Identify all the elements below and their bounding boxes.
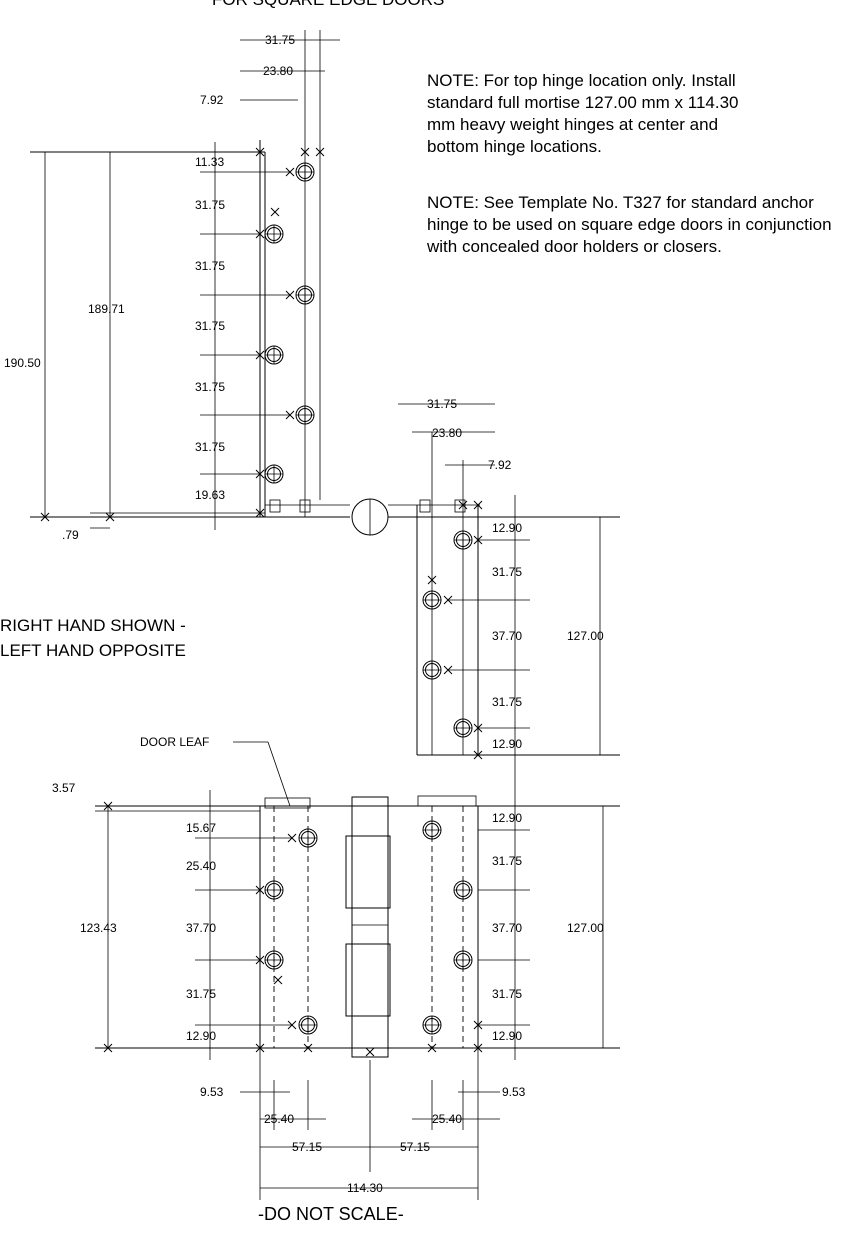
dim-right-spacing-1: 12.90 [492,521,522,535]
dim-last-gap-1963: 19.63 [195,488,225,502]
dim-right-width-3175: 31.75 [427,397,457,411]
dim-edge-left-953: 9.53 [200,1085,224,1099]
dim-overall-18971: 189.71 [88,302,125,316]
dim-spacing-4: 31.75 [195,380,225,394]
dim-overall-11430: 114.30 [347,1181,383,1195]
dim-right-overall-12700: 127.00 [567,629,604,643]
dim-half-right-5715: 57.15 [400,1140,430,1154]
dim-spacing-2: 31.75 [195,259,225,273]
dim-right-spacing-2: 31.75 [492,565,522,579]
dim-right-width-792: 7.92 [488,458,512,472]
dim-right-spacing-5: 12.90 [492,737,522,751]
dim-top-width-2380: 23.80 [263,64,293,78]
dim-bottom-right-spacing-4: 31.75 [492,987,522,1001]
dim-spacing-1: 31.75 [195,198,225,212]
door-leaf-label: DOOR LEAF [140,735,209,749]
dim-pin-left-2540: 25.40 [264,1112,294,1126]
dim-bottom-right-overall-12700: 127.00 [567,921,604,935]
note-template-t327: NOTE: See Template No. T327 for standard… [427,193,832,256]
dim-top-width-3175: 31.75 [265,33,295,47]
right-leaf [398,403,620,800]
hand-label-line2: LEFT HAND OPPOSITE [0,641,186,660]
footer-do-not-scale: -DO NOT SCALE- [258,1204,404,1224]
dim-pin-right-2540: 25.40 [432,1112,462,1126]
dim-spacing-5: 31.75 [195,440,225,454]
dim-bottom-left-overall-12343: 123.43 [80,921,117,935]
dim-bottom-offset-357: 3.57 [52,781,76,795]
dim-right-width-2380: 23.80 [432,426,462,440]
dim-bottom-left-spacing-3: 37.70 [186,921,216,935]
note-top-hinge: NOTE: For top hinge location only. Insta… [427,71,739,156]
dim-bottom-right-spacing-1: 12.90 [492,811,522,825]
dim-offset-079: .79 [62,528,79,542]
dim-bottom-right-spacing-5: 12.90 [492,1029,522,1043]
header-text: FOR SQUARE EDGE DOORS [212,0,444,10]
dim-edge-right-953: 9.53 [502,1085,526,1099]
dim-bottom-right-spacing-3: 37.70 [492,921,522,935]
bottom-hinge [95,741,620,1200]
dim-bottom-left-spacing-2: 25.40 [186,859,216,873]
dim-overall-19050: 190.50 [4,356,41,370]
hand-label-line1: RIGHT HAND SHOWN - [0,616,186,635]
dim-top-width-792: 7.92 [200,93,224,107]
dim-spacing-3: 31.75 [195,319,225,333]
dim-half-left-5715: 57.15 [292,1140,322,1154]
dim-first-hole-1133: 11.33 [195,155,224,169]
dim-right-spacing-4: 31.75 [492,695,522,709]
dim-right-spacing-3: 37.70 [492,629,522,643]
dim-bottom-right-spacing-2: 31.75 [492,854,522,868]
top-left-leaf [30,30,480,536]
dim-bottom-left-spacing-1: 15.67 [186,821,216,835]
dim-bottom-left-spacing-5: 12.90 [186,1029,216,1043]
dim-bottom-left-spacing-4: 31.75 [186,987,216,1001]
